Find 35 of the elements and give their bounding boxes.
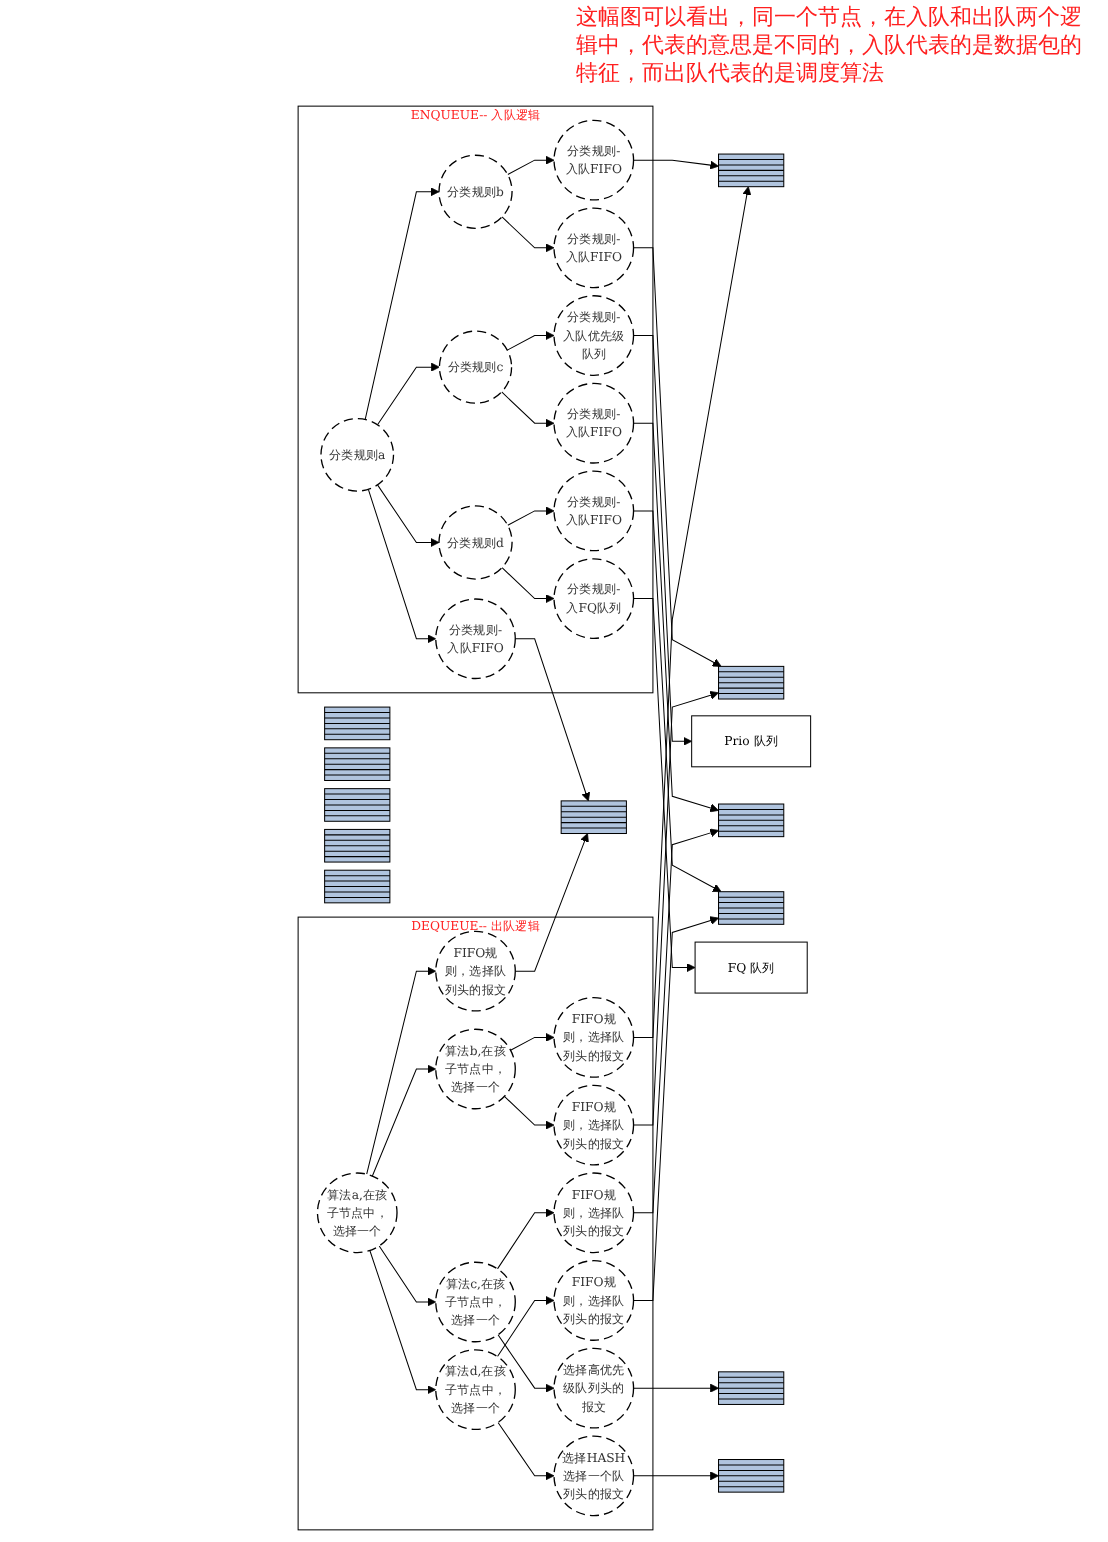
arrow	[365, 966, 436, 1175]
arrow	[500, 391, 555, 428]
arrow	[632, 510, 722, 893]
arrow	[632, 186, 751, 1038]
arrow	[496, 1208, 555, 1270]
arrow	[367, 488, 436, 644]
arrow	[632, 335, 692, 746]
arrow	[632, 422, 719, 813]
arrow	[506, 155, 555, 176]
note-text: 这幅图可以看出，同一个节点，在入队和出队两个逻辑中，代表的意思是不同的，入队代表的是数据包的特征，而出队代表的是调度算法	[576, 4, 1084, 88]
arrow	[509, 1032, 555, 1051]
arrow	[503, 1095, 555, 1130]
arrow	[497, 1334, 555, 1393]
arrow	[632, 1471, 719, 1481]
arrow	[514, 833, 589, 972]
arrow	[632, 828, 719, 1214]
arrow	[376, 484, 439, 547]
arrow	[506, 331, 555, 351]
arrow	[364, 187, 439, 420]
arrow	[514, 638, 590, 802]
arrow	[506, 506, 555, 526]
arrow	[368, 1250, 436, 1395]
arrow	[497, 1421, 555, 1481]
arrow	[501, 216, 555, 253]
arrow	[632, 247, 722, 667]
arrow	[632, 159, 719, 170]
arrow	[632, 690, 719, 1126]
arrow	[632, 1383, 719, 1393]
arrow	[371, 1064, 436, 1177]
arrow	[632, 916, 719, 1301]
arrow	[632, 598, 696, 973]
arrow	[378, 1245, 436, 1307]
arrow	[501, 567, 555, 604]
arrow	[496, 1296, 555, 1358]
arrow	[376, 362, 440, 426]
